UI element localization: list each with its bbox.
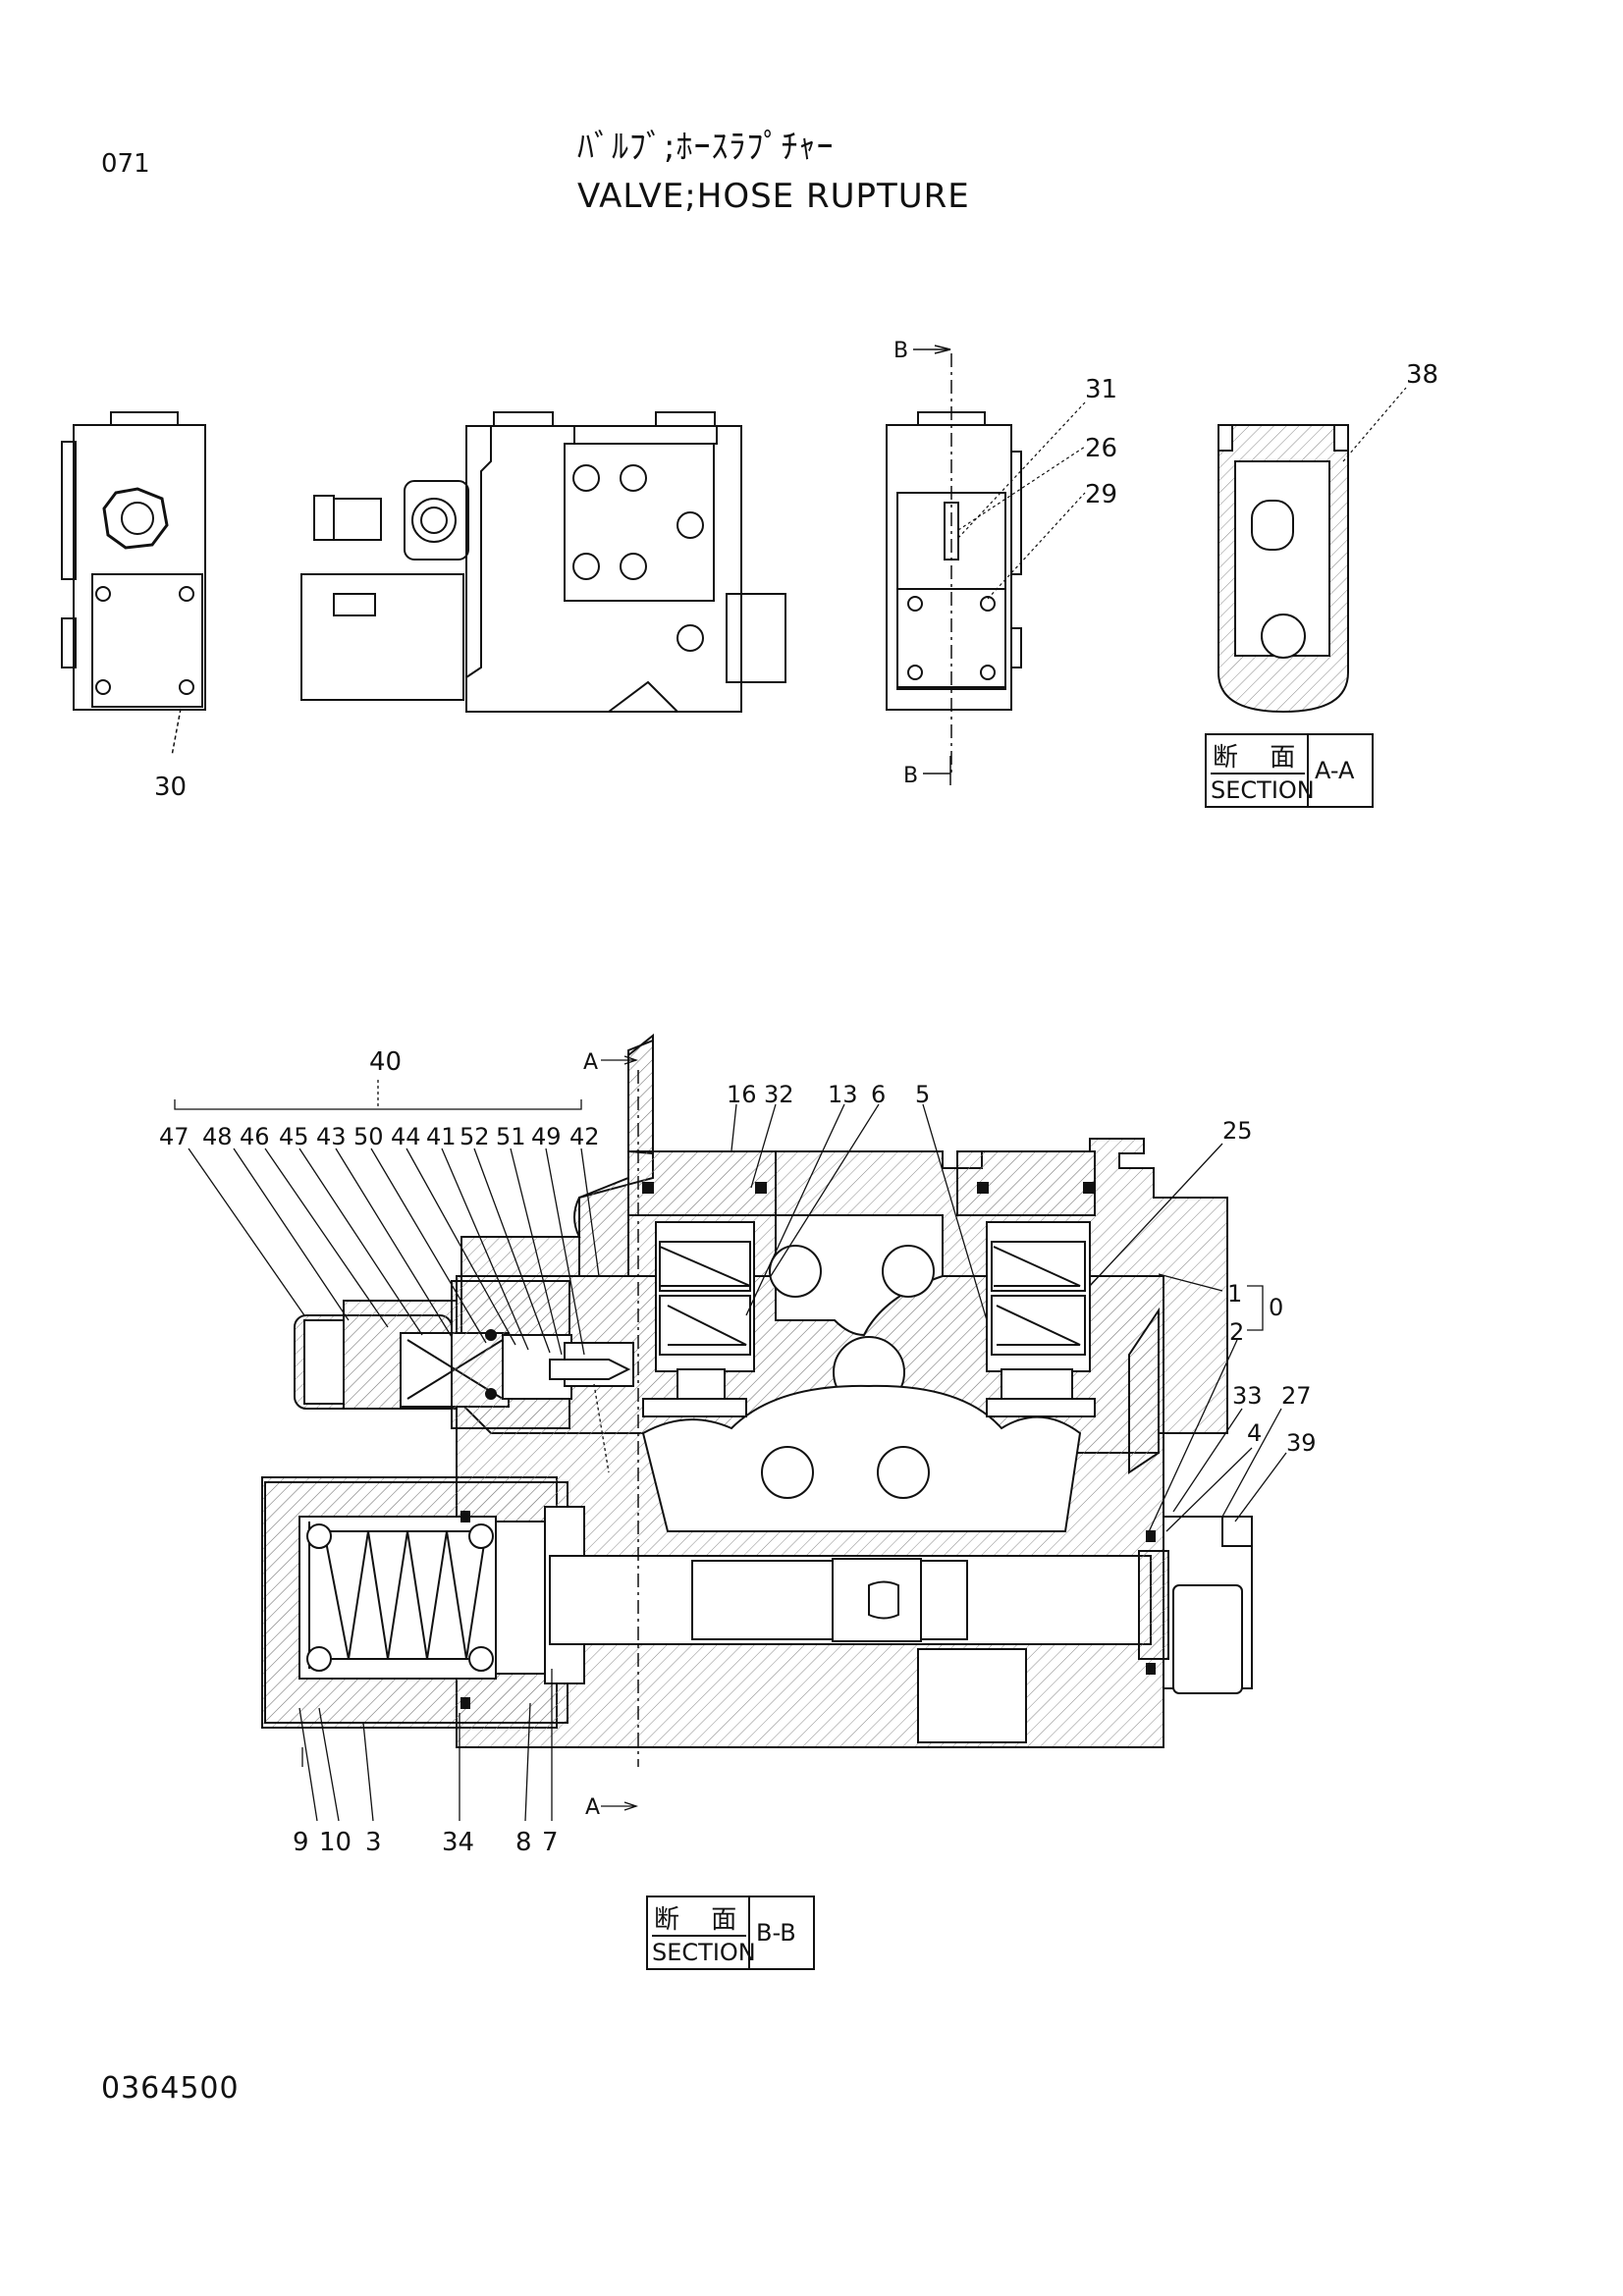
page-number: 071	[101, 149, 150, 179]
callout-42: 42	[569, 1123, 600, 1150]
callout-43: 43	[316, 1123, 347, 1150]
callout-52: 52	[460, 1123, 490, 1150]
callout-32: 32	[764, 1081, 794, 1108]
title-japanese: ﾊﾞﾙﾌﾞ;ﾎｰｽﾗﾌﾟﾁｬｰ	[577, 128, 835, 167]
cut-marker-b-top: B	[893, 339, 908, 363]
end-view-left	[61, 411, 206, 757]
callout-row-bottom: 9 10 3 34 8 7	[293, 1828, 559, 1857]
callout-10: 10	[319, 1828, 352, 1857]
section-label-bb-frame	[648, 1897, 750, 1968]
callout-13: 13	[828, 1081, 858, 1108]
section-aa-view	[1217, 387, 1407, 714]
callout-7: 7	[542, 1828, 559, 1857]
cut-marker-b-bottom: B	[903, 764, 918, 788]
callout-45: 45	[279, 1123, 309, 1150]
cut-marker-a-top: A	[583, 1050, 598, 1075]
callout-3: 3	[365, 1828, 382, 1857]
callout-41: 41	[426, 1123, 457, 1150]
callout-2: 2	[1229, 1318, 1244, 1346]
document-code: 0364500	[101, 2071, 240, 2106]
callout-0: 0	[1269, 1294, 1283, 1321]
callout-9: 9	[293, 1828, 309, 1857]
callout-5: 5	[915, 1081, 930, 1108]
callout-44: 44	[391, 1123, 421, 1150]
callout-27: 27	[1281, 1382, 1312, 1410]
cut-marker-a-bottom: A	[585, 1795, 600, 1820]
callout-46: 46	[240, 1123, 270, 1150]
callout-8: 8	[515, 1828, 532, 1857]
callout-29: 29	[1085, 480, 1117, 509]
section-label-bb-jp: 断 面	[654, 1905, 749, 1935]
callout-51: 51	[496, 1123, 526, 1150]
section-label-aa-en: SECTION	[1211, 773, 1315, 804]
section-label-aa-jp: 断 面	[1213, 743, 1308, 773]
callout-49: 49	[531, 1123, 562, 1150]
callout-47: 47	[159, 1123, 189, 1150]
callout-4: 4	[1247, 1419, 1262, 1447]
callout-39: 39	[1286, 1429, 1317, 1457]
title-english: VALVE;HOSE RUPTURE	[577, 177, 970, 216]
section-label-bb: 断 面 SECTION B-B	[646, 1896, 815, 1970]
section-bb-view	[261, 1033, 1253, 1767]
callout-31: 31	[1085, 375, 1117, 404]
section-label-aa: 断 面 SECTION A-A	[1205, 733, 1374, 808]
callout-row-upper: 16 32 13 6 5 25	[727, 1081, 1253, 1145]
callout-16: 16	[727, 1081, 757, 1108]
callout-33: 33	[1232, 1382, 1263, 1410]
callout-1: 1	[1227, 1280, 1242, 1308]
callout-row-top: 47 48 46 45 43 50 44 41 52 51 49 42	[159, 1123, 600, 1150]
callout-34: 34	[442, 1828, 474, 1857]
callout-30: 30	[154, 773, 187, 802]
callout-25: 25	[1222, 1117, 1253, 1145]
section-label-aa-ref: A-A	[1315, 757, 1355, 784]
section-label-aa-frame	[1207, 735, 1309, 806]
callout-50: 50	[353, 1123, 384, 1150]
side-view	[886, 345, 1086, 785]
callout-48: 48	[202, 1123, 233, 1150]
callout-38: 38	[1406, 360, 1438, 390]
front-view	[300, 411, 786, 713]
leader-lines	[174, 1055, 1287, 1822]
callout-26: 26	[1085, 434, 1117, 463]
section-label-bb-ref: B-B	[756, 1919, 796, 1947]
callout-group-right: 1 0 2 33 27 4 39	[1227, 1280, 1317, 1457]
section-label-bb-en: SECTION	[652, 1935, 756, 1966]
callout-6: 6	[871, 1081, 886, 1108]
callout-40: 40	[369, 1047, 402, 1077]
